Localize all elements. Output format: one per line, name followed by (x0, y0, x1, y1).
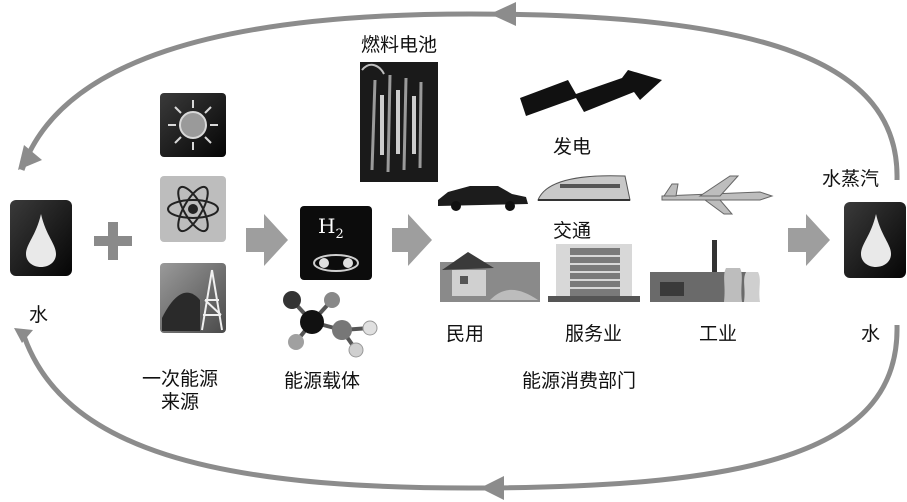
label-energy-carrier: 能源载体 (284, 370, 361, 392)
fuel-cell-image (360, 62, 438, 182)
left-arrow-head (18, 145, 42, 170)
hydrogen-subscript: 2 (335, 227, 344, 242)
water-drop-icon (26, 214, 56, 267)
water-tile-left (10, 200, 72, 276)
house-icon (440, 252, 540, 302)
hydrogen-symbol: H (318, 214, 336, 238)
airplane-icon (661, 175, 774, 215)
water-drop-icon (861, 214, 891, 267)
label-service: 服务业 (565, 323, 623, 345)
hydrogen-tile (300, 206, 372, 280)
bottom-arrow-head (480, 476, 504, 500)
bottom-left-arrow-head (14, 328, 33, 343)
top-arrow-head (490, 2, 516, 26)
train-icon (537, 175, 631, 201)
label-primary-source-line1: 一次能源 (142, 368, 219, 390)
label-industry: 工业 (699, 323, 738, 345)
car-icon (438, 186, 528, 211)
label-water-vapor: 水蒸汽 (822, 168, 880, 190)
atom-tile (160, 176, 226, 242)
sun-tile (160, 93, 226, 157)
factory-icon (650, 240, 760, 302)
lightning-arrow-icon (520, 70, 662, 116)
hydrogen-formula: H2 (318, 214, 344, 242)
atom-icon (167, 185, 219, 233)
label-consumption-sectors: 能源消费部门 (522, 370, 637, 392)
water-tile-right (844, 202, 906, 278)
cycle-loop (14, 2, 900, 500)
label-water-right: 水 (861, 323, 881, 345)
hydrogen-icon (313, 254, 359, 272)
block-arrow-3 (788, 214, 830, 266)
block-arrows (246, 214, 830, 266)
block-arrow-2 (392, 214, 432, 266)
sun-icon (168, 100, 218, 150)
oil-rig-icon (201, 269, 223, 331)
bottom-cycle-arc (19, 324, 900, 491)
plus-icon (94, 222, 132, 260)
label-transportation: 交通 (553, 220, 592, 242)
label-fuel-cell: 燃料电池 (361, 34, 438, 56)
label-water-left: 水 (29, 304, 49, 326)
block-arrow-1 (246, 214, 288, 266)
top-cycle-arc (19, 11, 900, 181)
label-residential: 民用 (446, 323, 485, 345)
oil-rig-tile (160, 263, 226, 333)
label-primary-source-line2: 来源 (161, 391, 200, 413)
building-icon (548, 244, 640, 302)
molecule-icon (283, 291, 378, 358)
label-power-generation: 发电 (553, 136, 592, 158)
